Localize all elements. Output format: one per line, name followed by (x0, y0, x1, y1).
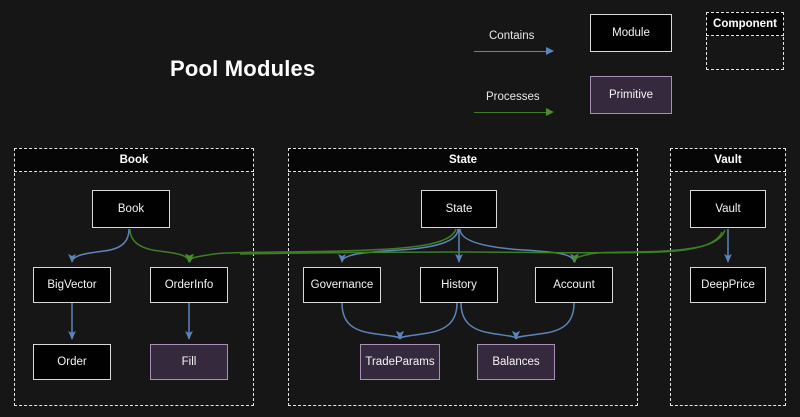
node-fill[interactable]: Fill (150, 344, 228, 380)
node-bigvector[interactable]: BigVector (33, 267, 111, 303)
legend-contains-arrow-icon (546, 47, 554, 55)
component-book-header: Book (14, 148, 254, 172)
node-order[interactable]: Order (33, 344, 111, 380)
node-account[interactable]: Account (535, 267, 613, 303)
legend-processes-label: Processes (486, 91, 540, 103)
legend-processes-line (474, 112, 548, 113)
node-history[interactable]: History (420, 267, 498, 303)
node-orderinfo[interactable]: OrderInfo (150, 267, 228, 303)
component-state-header: State (288, 148, 638, 172)
node-vault[interactable]: Vault (690, 190, 766, 228)
page-title: Pool Modules (170, 56, 316, 81)
node-governance[interactable]: Governance (303, 267, 381, 303)
node-balances[interactable]: Balances (477, 344, 555, 380)
legend-contains-label: Contains (489, 30, 535, 42)
node-tradeparams[interactable]: TradeParams (360, 344, 440, 380)
legend-processes-arrow-icon (546, 108, 554, 116)
node-state[interactable]: State (421, 190, 497, 228)
node-deepprice[interactable]: DeepPrice (690, 267, 766, 303)
legend-component-label: Component (706, 12, 784, 36)
legend-module-box: Module (590, 14, 672, 52)
node-book[interactable]: Book (92, 190, 170, 228)
legend-primitive-box: Primitive (590, 76, 672, 114)
component-vault-header: Vault (670, 148, 786, 172)
legend-contains-line (474, 51, 548, 52)
